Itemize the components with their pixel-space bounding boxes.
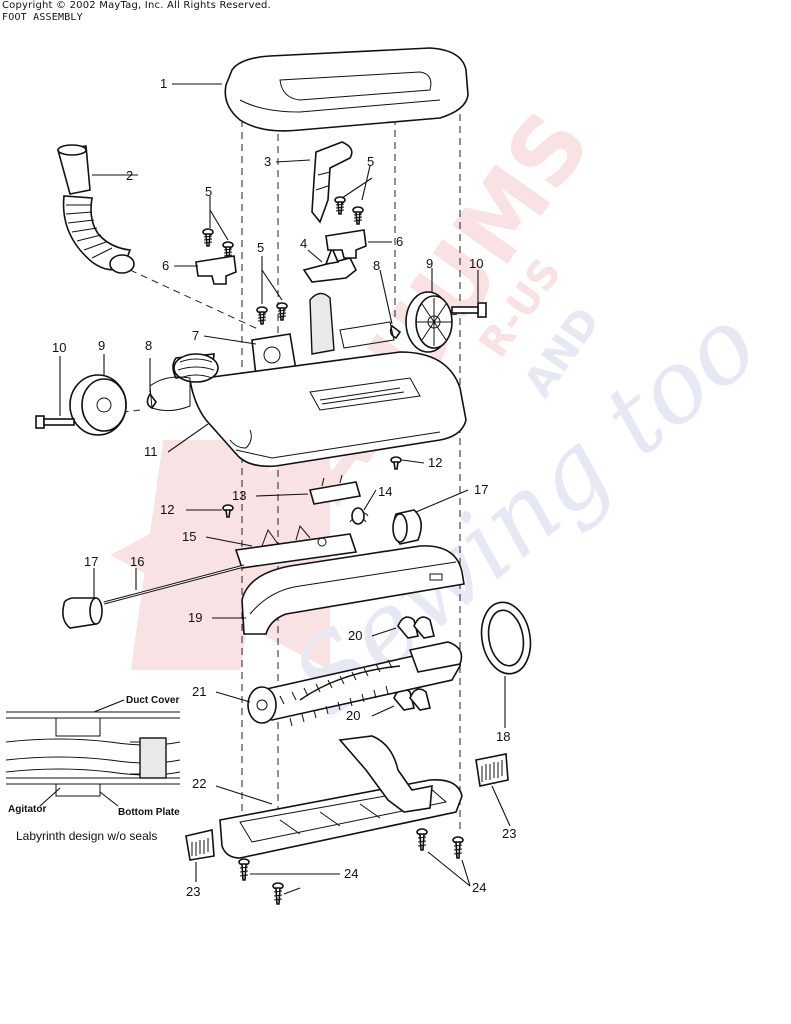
duct-cover-label: Duct Cover xyxy=(126,695,179,706)
callout-label: 4 xyxy=(300,236,307,251)
callout-label: 19 xyxy=(188,610,202,625)
callout-label: 18 xyxy=(496,729,510,744)
bearing-clip-part xyxy=(393,616,435,711)
callout-label: 9 xyxy=(98,338,105,353)
callout-label: 7 xyxy=(192,328,199,343)
release-plate-part xyxy=(234,524,358,569)
callout-label: 15 xyxy=(182,529,196,544)
drive-belt-part xyxy=(480,601,532,675)
spring-part xyxy=(349,507,369,525)
bracket-part xyxy=(195,229,367,285)
hood-cover-part xyxy=(224,47,469,132)
callout-label: 2 xyxy=(126,168,133,183)
callout-label: 12 xyxy=(428,455,442,470)
hose-part xyxy=(56,144,135,274)
callout-label: 22 xyxy=(192,776,206,791)
bottom-plate-label: Bottom Plate xyxy=(118,807,180,818)
screws-part xyxy=(202,196,364,325)
small-screw-part xyxy=(222,456,402,518)
callout-label: 12 xyxy=(160,502,174,517)
inset-caption: Labyrinth design w/o seals xyxy=(16,829,157,843)
end-cap-part xyxy=(62,509,422,629)
callout-label: 5 xyxy=(257,240,264,255)
agitator-brush-part xyxy=(247,641,463,727)
leader-lines xyxy=(59,83,511,895)
callout-label: 3 xyxy=(264,154,271,169)
bottom-plate-part xyxy=(219,735,463,859)
bottom-screw-part xyxy=(238,828,464,905)
callout-label: 20 xyxy=(346,708,360,723)
callout-label: 13 xyxy=(232,488,246,503)
callout-label: 10 xyxy=(52,340,66,355)
callout-label: 14 xyxy=(378,484,392,499)
foot-base-part xyxy=(149,292,467,468)
callout-label: 17 xyxy=(84,554,98,569)
callout-label: 20 xyxy=(348,628,362,643)
callout-label: 21 xyxy=(192,684,206,699)
callout-label: 8 xyxy=(373,258,380,273)
callout-label: 5 xyxy=(205,184,212,199)
edge-brush-part xyxy=(185,753,509,861)
watermark-v-block xyxy=(130,440,274,670)
axle-bolt-part xyxy=(35,302,487,429)
callout-label: 17 xyxy=(474,482,488,497)
labyrinth-inset xyxy=(5,699,181,807)
callout-label: 6 xyxy=(162,258,169,273)
callout-label: 9 xyxy=(426,256,433,271)
callout-label: 6 xyxy=(396,234,403,249)
callout-label: 5 xyxy=(367,154,374,169)
callout-label: 16 xyxy=(130,554,144,569)
duct-cover-part xyxy=(241,545,465,635)
callout-label: 8 xyxy=(145,338,152,353)
wheel-part xyxy=(69,291,453,436)
linkage-part xyxy=(308,474,362,505)
agitator-label: Agitator xyxy=(8,804,46,815)
callout-label: 23 xyxy=(502,826,516,841)
page-title: FOOT ASSEMBLY xyxy=(2,12,83,23)
callout-label: 1 xyxy=(160,76,167,91)
height-lever-part xyxy=(302,245,358,283)
callout-label: 11 xyxy=(144,444,158,459)
callout-label: 24 xyxy=(344,866,358,881)
callout-label: 23 xyxy=(186,884,200,899)
agitator-shaft-part xyxy=(103,564,245,605)
callout-label: 10 xyxy=(469,256,483,271)
copyright-notice: Copyright © 2002 MayTag, Inc. All Rights… xyxy=(2,0,271,11)
callout-label: 24 xyxy=(472,880,486,895)
pedal-part xyxy=(311,141,353,224)
callout-labels: 1 2 3 4 5 5 5 6 6 7 8 8 9 9 10 10 11 12 … xyxy=(52,76,516,899)
